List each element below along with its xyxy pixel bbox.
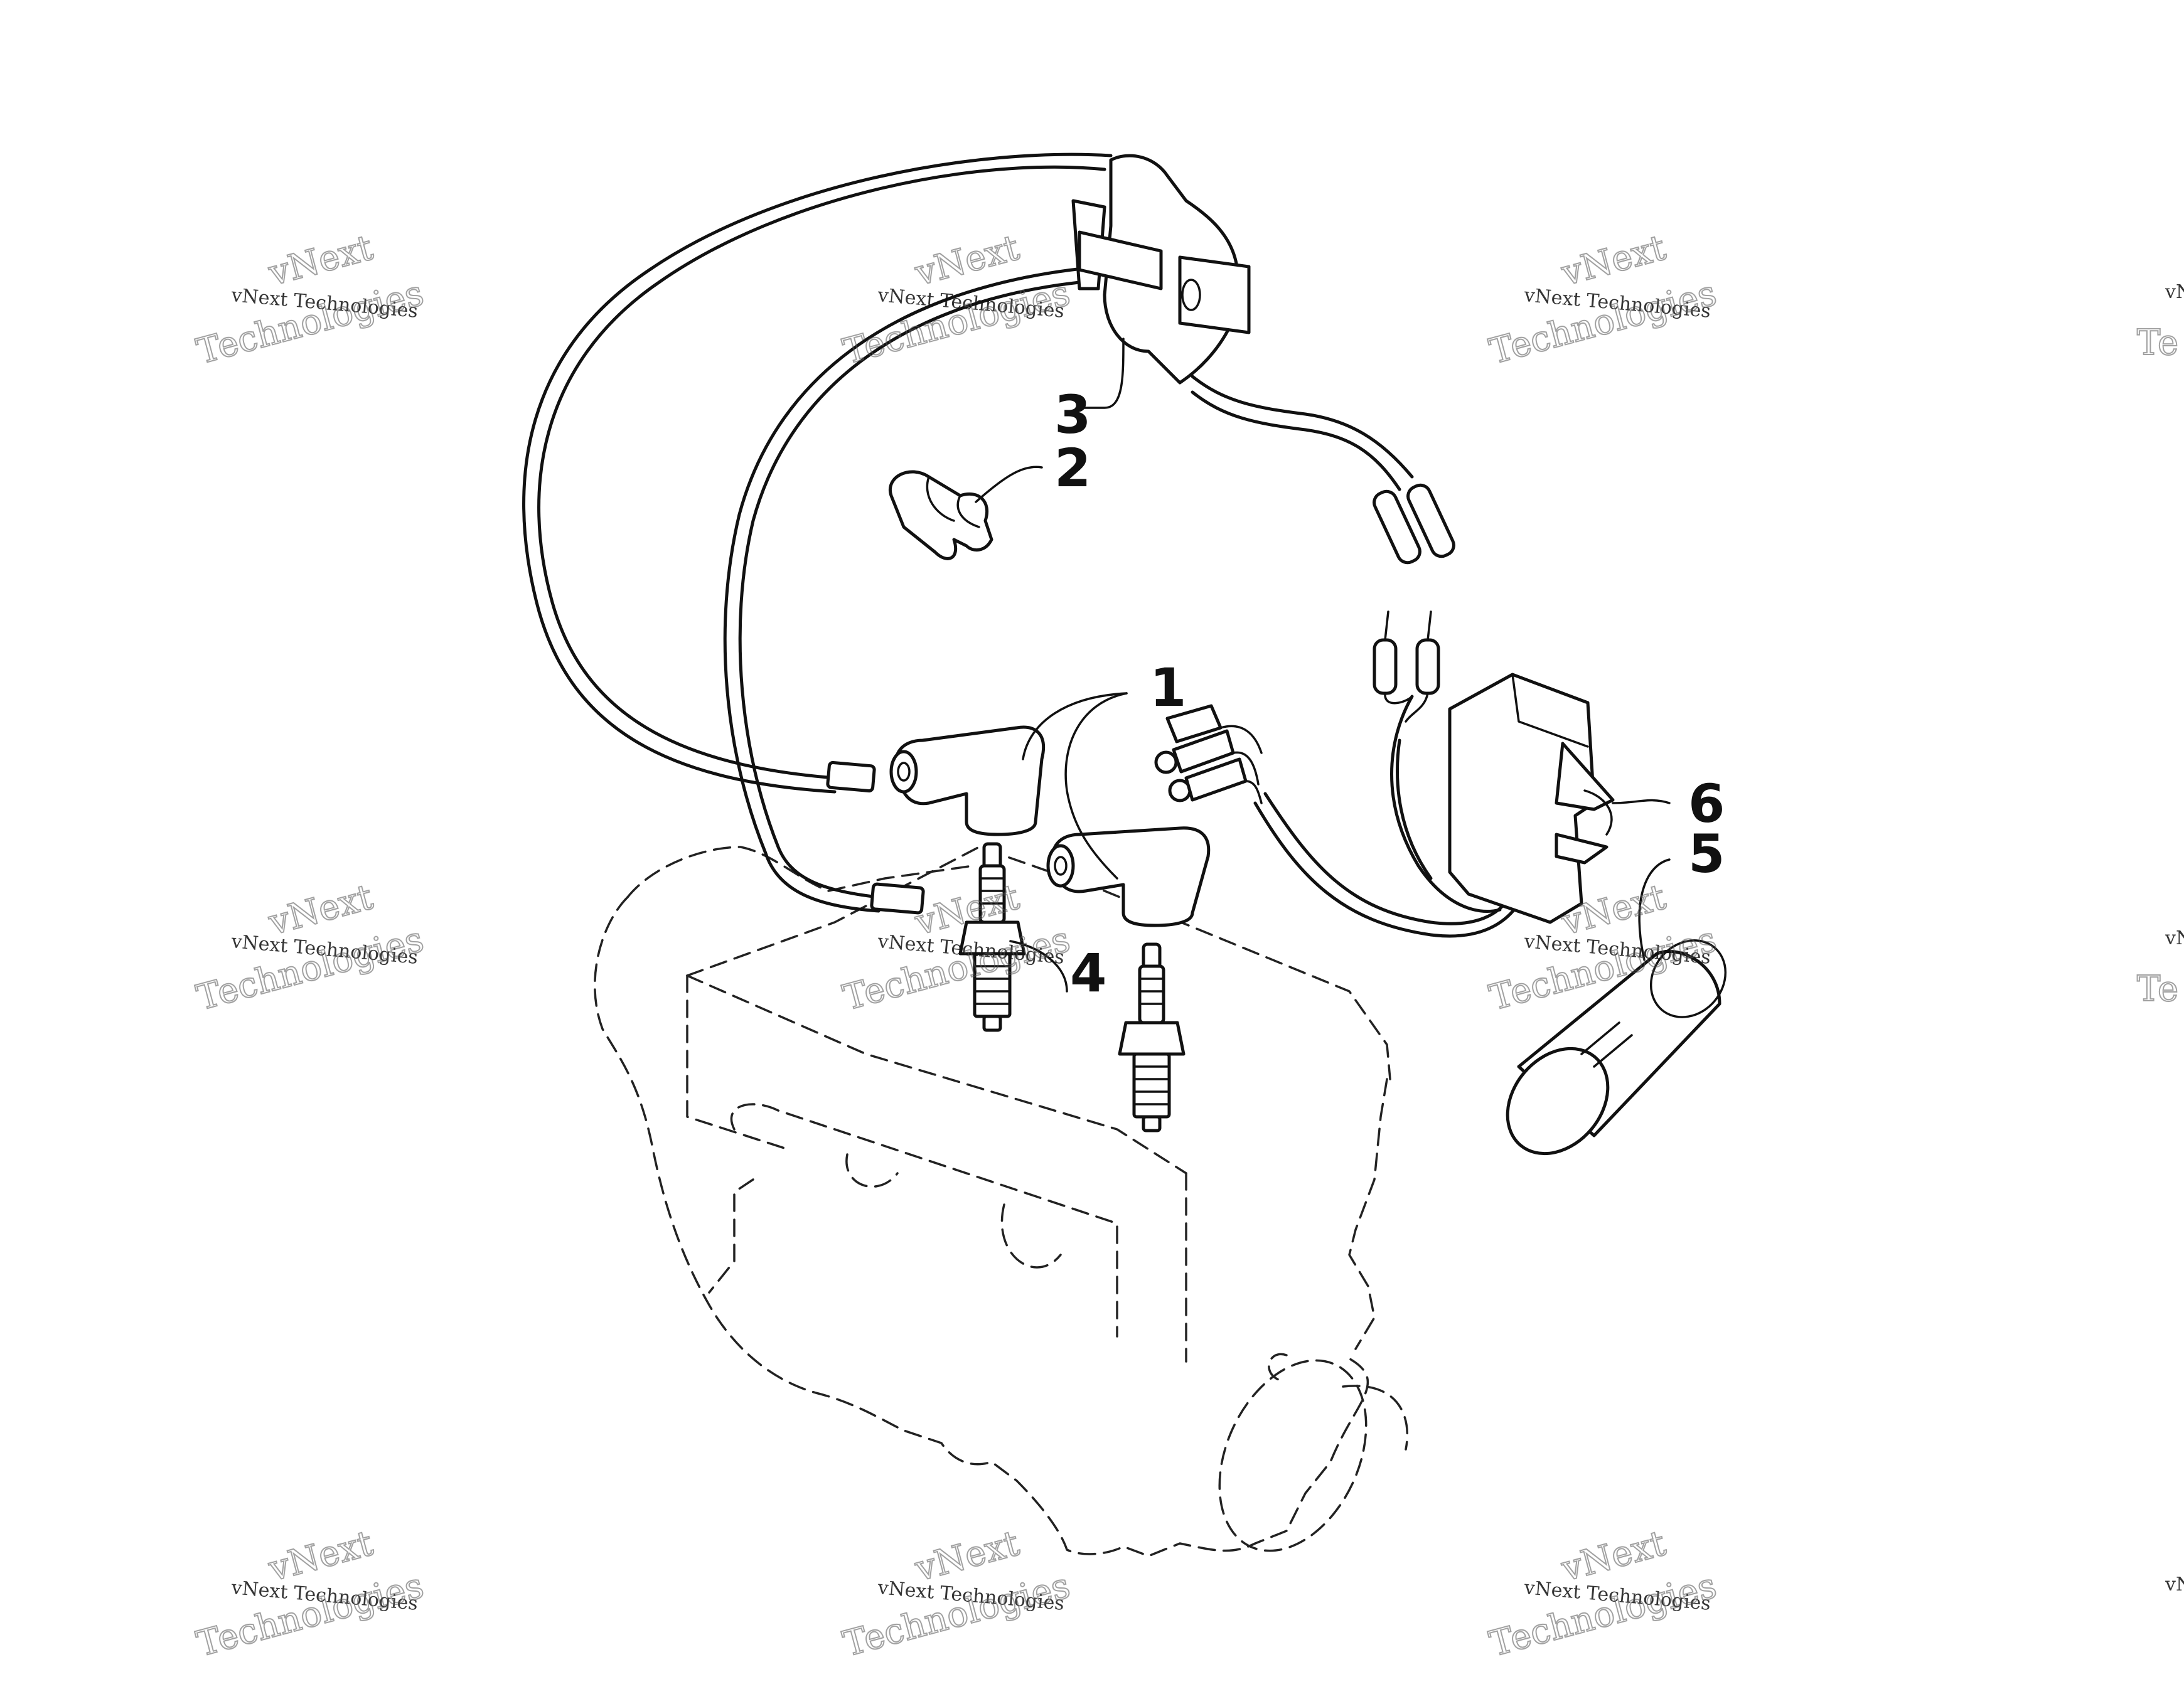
watermark-top: vNext: [911, 227, 1024, 294]
engine-outline: [594, 846, 1409, 1557]
spark-plug-caps: [889, 725, 1211, 927]
callout-4: 4: [1070, 942, 1106, 1004]
watermark-top: vNext: [911, 1523, 1024, 1590]
ignition-coil: [1071, 154, 1455, 565]
watermark-9: vNext vNext Technologies Technologies: [192, 1522, 429, 1665]
watermark-top: vNext: [264, 1523, 377, 1590]
callout-labels: 3 2 1 4 6 5: [1054, 384, 1725, 1004]
leader-lines: [975, 338, 1671, 993]
cdi-module: [1448, 673, 1615, 924]
watermark-top: vNext: [1557, 227, 1670, 294]
callout-1: 1: [1150, 657, 1186, 718]
watermark-cut-big: Te: [2137, 322, 2178, 363]
ignition-wires: [522, 152, 1521, 938]
callout-2: 2: [1054, 437, 1091, 499]
capacitor: [1506, 939, 1727, 1156]
watermark-1: vNext vNext Technologies Technologies: [192, 226, 429, 373]
watermark-11: vNext vNext Technologies Technologies: [1485, 1522, 1721, 1665]
callout-3: 3: [1054, 384, 1091, 445]
callout-6: 6: [1688, 773, 1725, 834]
watermark-10: vNext vNext Technologies Technologies: [838, 1522, 1075, 1665]
watermark-cut: vN: [2165, 1574, 2184, 1595]
watermark-5: vNext vNext Technologies Technologies: [192, 876, 429, 1019]
watermark-cut: vN: [2165, 927, 2184, 949]
watermark-12: vN: [2165, 1574, 2184, 1595]
wire-clamp: [888, 470, 993, 560]
watermark-bottom: Technologies: [1485, 273, 1721, 373]
watermark-bottom: Technologies: [839, 273, 1074, 373]
watermark-bottom: Technologies: [193, 273, 428, 373]
watermark-4: vN Te: [2136, 281, 2184, 364]
watermark-cut-big: Te: [2137, 969, 2178, 1009]
watermark-2: vNext vNext Technologies Technologies: [838, 226, 1075, 373]
watermark-top: vNext: [1557, 1523, 1670, 1590]
watermark-top: vNext: [264, 227, 377, 294]
watermark-top: vNext: [264, 876, 377, 944]
callout-5: 5: [1688, 823, 1725, 885]
watermark-3: vNext vNext Technologies Technologies: [1485, 226, 1721, 373]
watermark-cut: vN: [2165, 281, 2184, 303]
watermark-8: vN Te: [2136, 927, 2184, 1010]
spark-plugs: [958, 842, 1186, 1132]
